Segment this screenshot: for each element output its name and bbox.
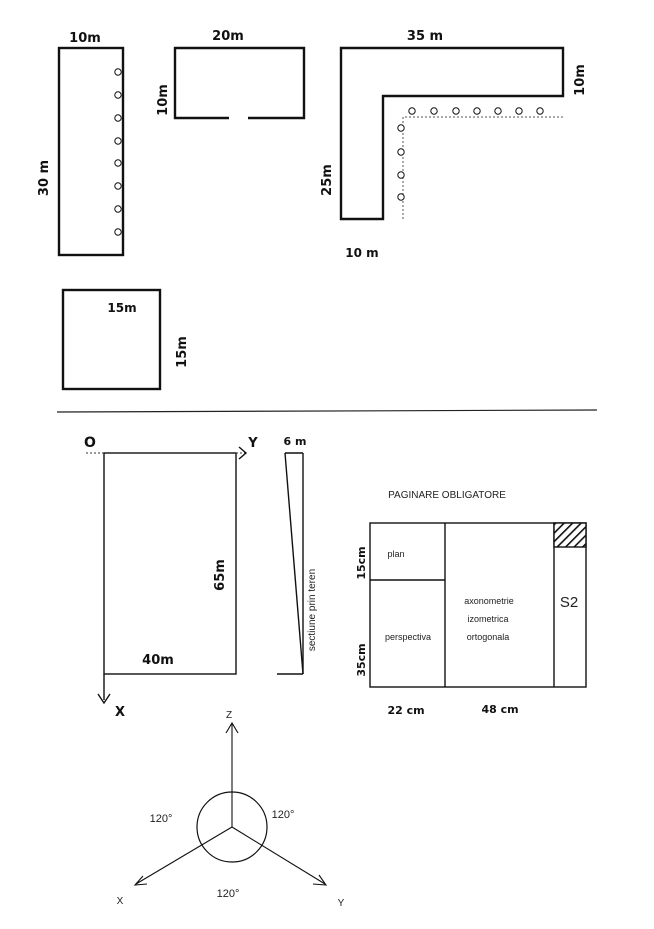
- plan-rect-b: 20m 10m: [156, 29, 306, 120]
- column-marker: [114, 159, 122, 167]
- column-marker: [397, 124, 405, 132]
- angle-right-label: 120°: [272, 809, 295, 821]
- layout-dim-left: 22 cm: [387, 704, 424, 717]
- rect-b-height-label: 10m: [156, 84, 171, 116]
- column-marker: [397, 193, 405, 201]
- column-marker: [114, 205, 122, 213]
- column-marker: [397, 171, 405, 179]
- angle-left-label: 120°: [150, 813, 173, 825]
- rect-b-outline: [173, 46, 306, 120]
- section-divider: [56, 409, 598, 413]
- l-shape-dotted-edge: [402, 116, 563, 219]
- x-axis-arrow: [97, 693, 111, 705]
- layout-perspective-cell: perspectiva: [385, 632, 431, 642]
- square-side-label: 15m: [175, 336, 190, 368]
- column-marker: [430, 107, 438, 115]
- column-marker: [408, 107, 416, 115]
- section-caption: sectiune prin teren: [307, 569, 318, 651]
- layout-dim-right: 48 cm: [481, 703, 518, 716]
- sheet-layout: PAGINARE OBLIGATORE plan perspectiva axo…: [355, 490, 587, 717]
- layout-dim-bottom: 35cm: [355, 643, 368, 676]
- layout-title: PAGINARE OBLIGATORE: [388, 490, 506, 501]
- isometric-axes: Z X Y 120° 120° 120°: [117, 710, 345, 909]
- column-marker: [114, 91, 122, 99]
- layout-hatch-box: [553, 522, 587, 548]
- rect-a-height-label: 30 m: [37, 160, 52, 196]
- angle-bottom-label: 120°: [217, 888, 240, 900]
- y-iso-axis-arrow: [312, 874, 328, 886]
- l-shape-columns: [397, 107, 544, 201]
- layout-outline: [369, 522, 587, 688]
- terrain-length-label: 65m: [213, 559, 228, 591]
- l-shape-left-label: 25m: [320, 164, 335, 196]
- z-axis-label: Z: [226, 710, 232, 721]
- l-shape-outline: [339, 46, 565, 221]
- rect-b-width-label: 20m: [212, 29, 244, 44]
- terrain-width-label: 40m: [142, 653, 174, 668]
- y-iso-axis-label: Y: [338, 898, 345, 909]
- column-marker: [515, 107, 523, 115]
- layout-axo-line2: izometrica: [467, 614, 508, 624]
- z-axis-arrow: [225, 721, 239, 734]
- section-drop-label: 6 m: [284, 435, 307, 448]
- column-marker: [397, 148, 405, 156]
- terrain-y-label: Y: [247, 436, 258, 451]
- l-shape-bottom-label: 10 m: [345, 246, 378, 260]
- rect-a-columns: [114, 68, 122, 236]
- column-marker: [114, 228, 122, 236]
- plan-square: 15m 15m: [61, 288, 190, 391]
- l-shape-top-label: 35 m: [407, 29, 443, 44]
- plan-l-shape: 35 m 10m 25m 10 m: [320, 29, 588, 260]
- column-marker: [494, 107, 502, 115]
- column-marker: [114, 182, 122, 190]
- terrain-plan: O Y X 40m 65m: [84, 435, 258, 720]
- column-marker: [114, 68, 122, 76]
- terrain-x-label: X: [115, 705, 125, 720]
- x-iso-axis-label: X: [117, 896, 124, 907]
- layout-axo-line3: ortogonala: [467, 632, 510, 642]
- column-marker: [452, 107, 460, 115]
- column-marker: [536, 107, 544, 115]
- y-iso-axis-line: [231, 826, 326, 885]
- layout-dim-top: 15cm: [355, 546, 368, 579]
- layout-plan-cell: plan: [387, 549, 404, 559]
- rect-a-width-label: 10m: [69, 31, 101, 46]
- rect-a-outline: [57, 46, 125, 257]
- section-slope-line: [284, 452, 304, 675]
- x-iso-axis-arrow: [133, 875, 148, 886]
- column-marker: [114, 137, 122, 145]
- layout-axo-line1: axonometrie: [464, 596, 514, 606]
- x-iso-axis-line: [135, 826, 233, 885]
- layout-sheet-number: S2: [560, 594, 578, 611]
- terrain-outline: [103, 452, 237, 675]
- column-marker: [114, 114, 122, 122]
- terrain-section: 6 m sectiune prin teren: [277, 435, 318, 675]
- plan-rect-a: 10m 30 m: [37, 31, 125, 257]
- column-marker: [473, 107, 481, 115]
- square-inner-label: 15m: [107, 301, 136, 315]
- l-shape-right-label: 10m: [573, 64, 588, 96]
- square-outline: [61, 288, 162, 391]
- y-axis-arrow: [238, 446, 248, 460]
- origin-label: O: [84, 435, 96, 451]
